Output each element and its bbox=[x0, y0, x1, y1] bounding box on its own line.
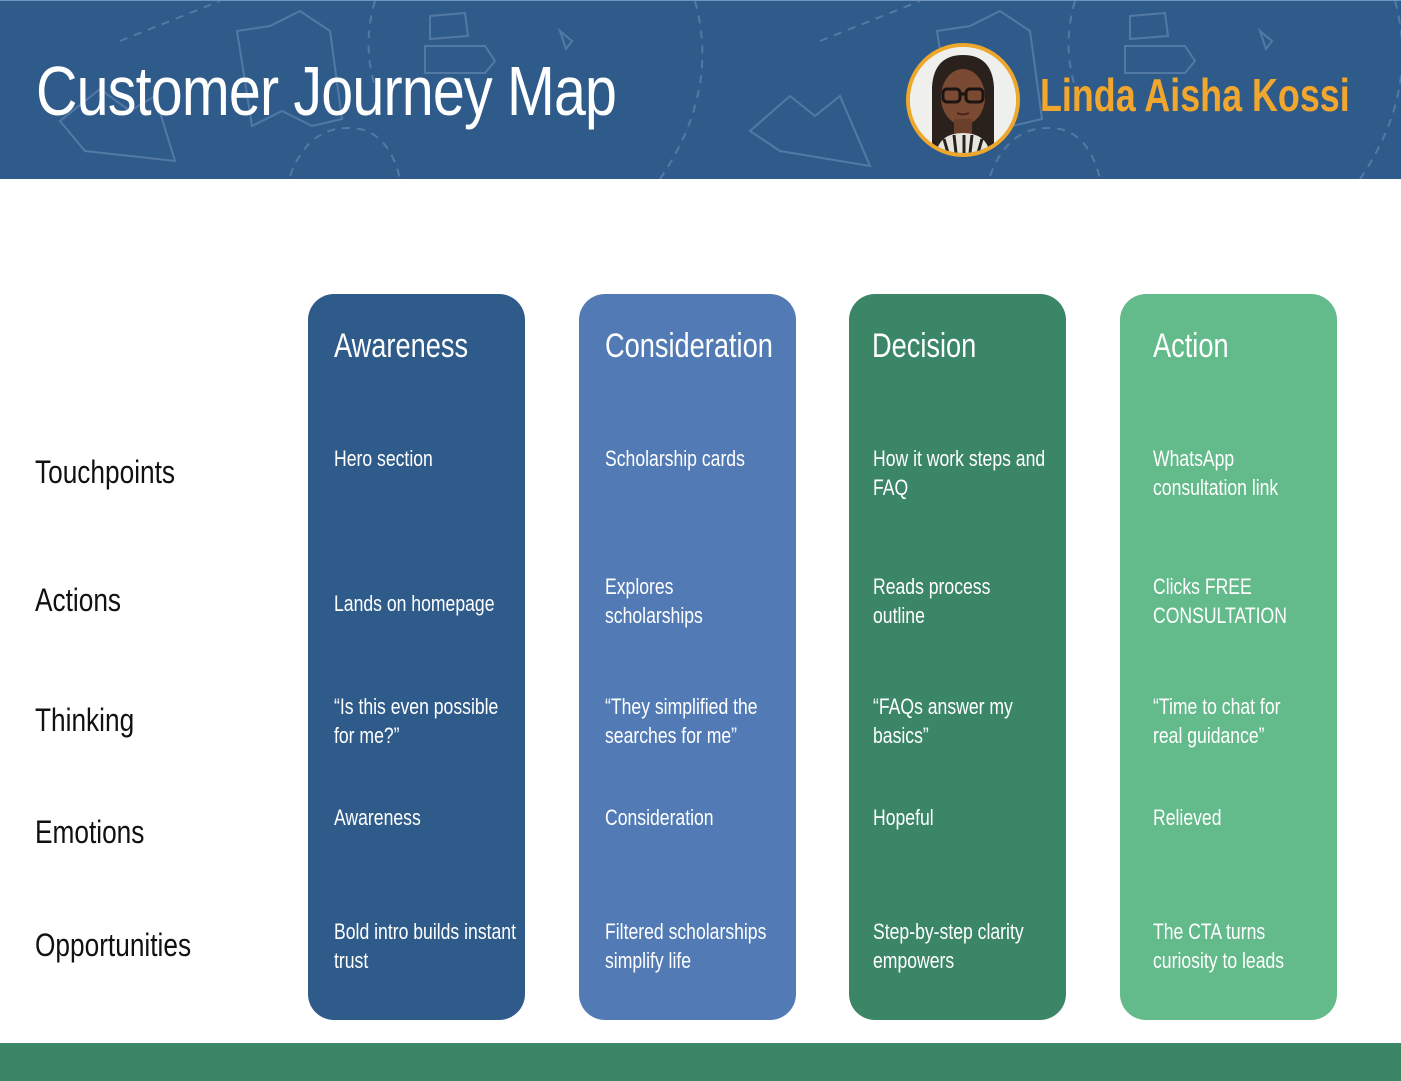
cell-opportunity: The CTA turns curiosity to leads bbox=[1153, 919, 1285, 973]
cell-thinking: “FAQs answer my basics” bbox=[873, 694, 1013, 748]
cell-action: Explores scholarships bbox=[605, 574, 703, 628]
stage-title: Decision bbox=[872, 327, 977, 365]
persona-avatar-icon bbox=[906, 43, 1020, 157]
row-label-opportunities: Opportunities bbox=[35, 927, 192, 963]
stage-title: Consideration bbox=[605, 327, 773, 365]
row-label-thinking: Thinking bbox=[35, 702, 135, 738]
cell-action: Clicks FREE CONSULTATION bbox=[1153, 574, 1287, 628]
cell-opportunity: Filtered scholarships simplify life bbox=[605, 919, 767, 973]
cell-opportunity: Step-by-step clarity empowers bbox=[873, 919, 1024, 973]
cell-touchpoint: Hero section bbox=[334, 446, 433, 471]
cell-action: Reads process outline bbox=[873, 574, 991, 628]
persona-name: Linda Aisha Kossi bbox=[1040, 69, 1350, 121]
cell-thinking: “Time to chat for real guidance” bbox=[1153, 694, 1281, 748]
stage-title: Awareness bbox=[334, 327, 469, 365]
page-title: Customer Journey Map bbox=[36, 52, 617, 130]
row-label-emotions: Emotions bbox=[35, 814, 145, 850]
cell-emotion: Awareness bbox=[334, 805, 421, 830]
stage-title: Action bbox=[1153, 327, 1229, 365]
header-banner: Customer Journey Map Linda Aisha Kossi bbox=[0, 0, 1401, 179]
cell-emotion: Relieved bbox=[1153, 805, 1222, 830]
cell-emotion: Consideration bbox=[605, 805, 714, 830]
cell-opportunity: Bold intro builds instant trust bbox=[334, 919, 516, 973]
stage-action: Action WhatsApp consultation link Clicks… bbox=[1120, 294, 1337, 1020]
cell-emotion: Hopeful bbox=[873, 805, 934, 830]
stage-decision: Decision How it work steps and FAQ Reads… bbox=[849, 294, 1066, 1020]
stage-consideration: Consideration Scholarship cards Explores… bbox=[579, 294, 796, 1020]
cell-touchpoint: How it work steps and FAQ bbox=[873, 446, 1046, 500]
stage-awareness: Awareness Hero section Lands on homepage… bbox=[308, 294, 525, 1020]
cell-action: Lands on homepage bbox=[334, 591, 495, 616]
row-label-actions: Actions bbox=[35, 582, 122, 618]
cell-touchpoint: Scholarship cards bbox=[605, 446, 745, 471]
cell-touchpoint: WhatsApp consultation link bbox=[1153, 446, 1279, 500]
cell-thinking: “They simplified the searches for me” bbox=[605, 694, 758, 748]
row-label-touchpoints: Touchpoints bbox=[35, 454, 176, 490]
footer-bar bbox=[0, 1043, 1401, 1081]
avatar-illustration bbox=[910, 47, 1016, 153]
cell-thinking: “Is this even possible for me?” bbox=[334, 694, 499, 748]
